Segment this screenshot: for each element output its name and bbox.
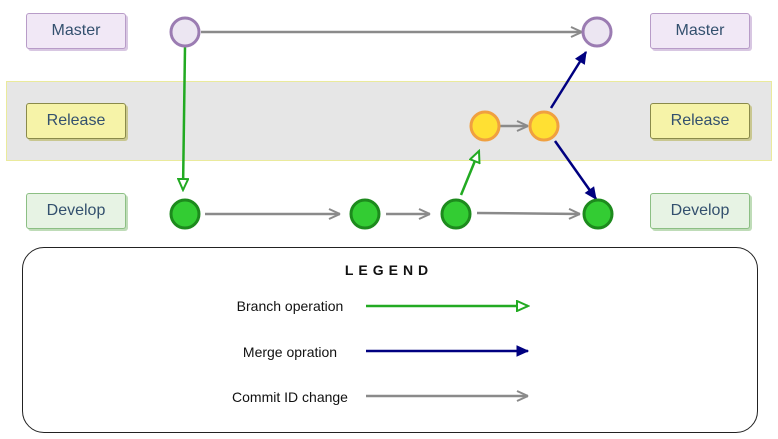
legend-label-commit: Commit ID change <box>232 389 348 405</box>
branch-arrow-develop-to-release <box>459 151 479 196</box>
master-commit-2 <box>581 16 613 48</box>
develop-commit-4 <box>582 198 614 230</box>
develop-commit-1 <box>169 198 201 230</box>
master-label-left: Master <box>26 13 126 49</box>
legend-box <box>22 247 758 433</box>
merge-arrow-release-to-master <box>549 50 588 109</box>
release-label-left: Release <box>26 103 126 139</box>
legend-label-merge: Merge opration <box>242 344 338 360</box>
master-label-right: Master <box>650 13 750 49</box>
master-commit-1 <box>169 16 201 48</box>
release-commit-1 <box>469 110 501 142</box>
release-commit-2 <box>528 110 560 142</box>
develop-label-left: Develop <box>26 193 126 229</box>
develop-commit-2 <box>349 198 381 230</box>
commit-arrow-develop-3 <box>476 207 581 220</box>
develop-label-right: Develop <box>650 193 750 229</box>
release-label-right: Release <box>650 103 750 139</box>
develop-commit-3 <box>440 198 472 230</box>
legend-title: LEGEND <box>344 262 434 278</box>
branch-arrow-master-to-develop <box>183 46 185 190</box>
release-lane-band <box>6 81 772 161</box>
merge-arrow-release-to-develop <box>553 140 598 200</box>
legend-label-branch: Branch operation <box>236 298 344 314</box>
